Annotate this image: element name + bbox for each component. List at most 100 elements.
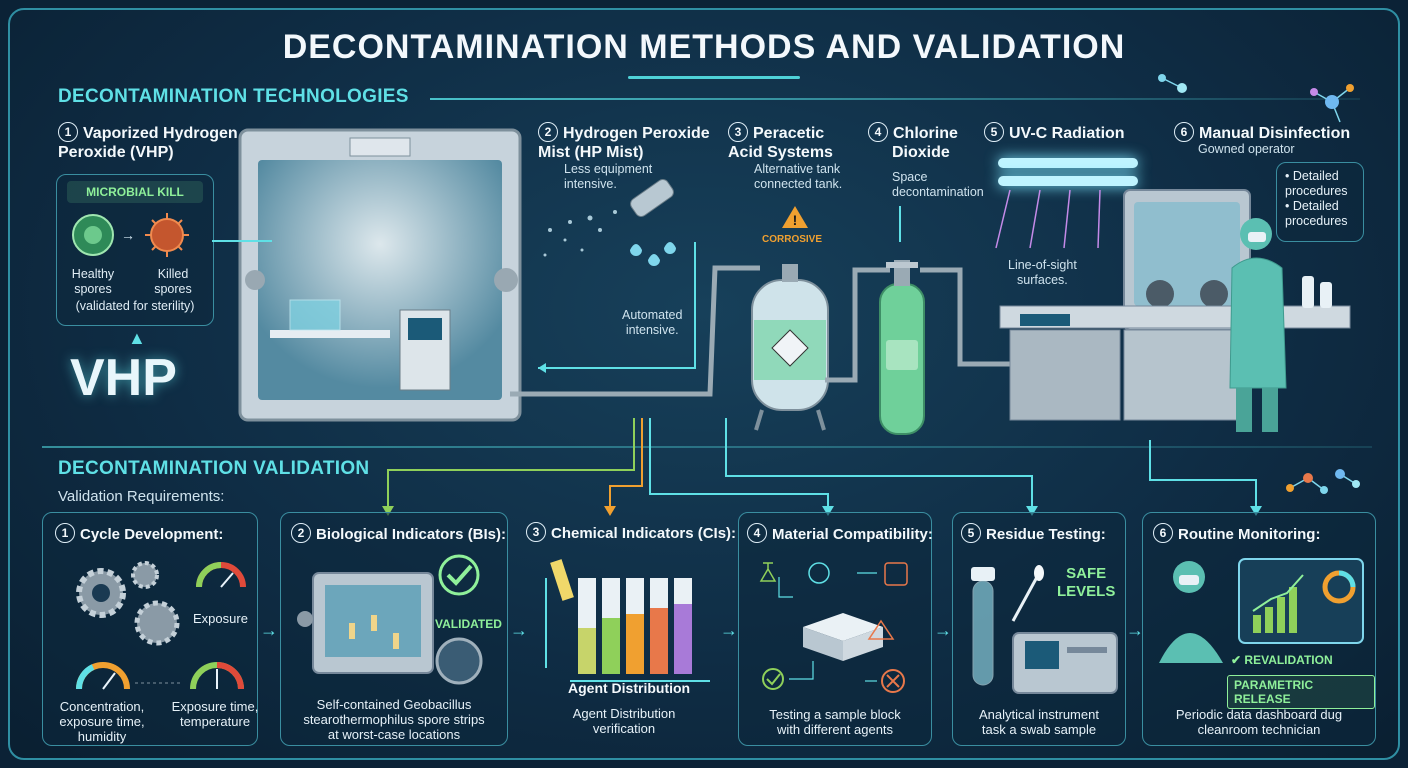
chemical-icon	[884, 562, 908, 586]
arrow-icon: →	[121, 227, 135, 243]
isolator-connector-line	[212, 240, 272, 242]
val-4-cap-line1: Testing a sample block	[769, 707, 901, 722]
tech-3-sub-line1: Alternative tank	[754, 162, 841, 176]
validated-sterility-caption: (validated for sterility)	[75, 299, 195, 313]
cylinder-pipe	[920, 267, 1016, 367]
warning-triangle-icon	[867, 619, 895, 640]
tech-1-title-line2: Peroxide (VHP)	[58, 144, 174, 161]
gowned-operator-icon	[1229, 218, 1287, 432]
tech-section-heading: DECONTAMINATION TECHNOLOGIES	[58, 86, 409, 107]
mist-spray-icon	[543, 210, 617, 257]
svg-text:!: !	[793, 212, 798, 228]
ci-strips-chart	[545, 559, 692, 674]
infographic-frame: DECONTAMINATION METHODS AND VALIDATION D…	[8, 8, 1400, 760]
tech-5-title-line1: UV-C Radiation	[1009, 125, 1125, 142]
beaker-icon	[759, 562, 777, 582]
tech-5-note-line2: surfaces.	[1017, 273, 1068, 287]
tech-6-number: 6	[1174, 122, 1194, 142]
tech-3-title-line2: Acid Systems	[728, 144, 833, 161]
val-6-number: 6	[1153, 523, 1173, 543]
tech-5-number: 5	[984, 122, 1004, 142]
bubble-item-2: • Detailed procedures	[1285, 199, 1348, 228]
val-1-title-text: Cycle Development:	[80, 526, 224, 543]
val-2-cap-line2: stearothermophilus spore strips	[303, 712, 485, 727]
droplet-icon	[630, 244, 642, 256]
tech-3-sub-line2: connected tank.	[754, 177, 843, 191]
killed-label-line2: spores	[154, 282, 192, 296]
tech-5-title: 5 UV-C Radiation	[984, 122, 1125, 143]
vhp-logo: VHP	[70, 349, 177, 407]
val-box-material-compatibility: 4 Material Compatibility: Testing a sampl…	[738, 512, 933, 746]
val-6-cap-line1: Periodic data dashboard dug	[1175, 707, 1343, 722]
tech-4-sub-line2: decontamination	[892, 185, 984, 199]
val-3-title: 3 Chemical Indicators (CIs):	[526, 522, 736, 542]
procedures-bubble: • Detailed procedures • Detailed procedu…	[1276, 162, 1364, 242]
val-3-cap-line1: Agent Distribution	[572, 706, 676, 721]
tech-2-note-line1: Automated	[622, 308, 683, 322]
val-1-label-exposure: Exposure	[193, 611, 248, 626]
healthy-label-line2: spores	[74, 282, 112, 296]
tech-6-title: 6 Manual Disinfection	[1174, 122, 1350, 143]
tech-section-rule	[430, 98, 1360, 100]
safe-levels-line1: SAFE	[1066, 565, 1107, 582]
tech-1-number: 1	[58, 122, 78, 142]
tech-4-pointer-line	[899, 206, 901, 242]
val-requirements-label: Validation Requirements:	[58, 488, 225, 505]
val-2-number: 2	[291, 523, 311, 543]
lower-gauges-icon	[75, 662, 244, 690]
monitoring-dashboard-illustration	[1159, 558, 1364, 663]
val-4-number: 4	[747, 523, 767, 543]
val-6-title: 6 Routine Monitoring:	[1153, 523, 1320, 543]
droplet-icon-3	[664, 242, 676, 254]
bi-chamber-illustration	[297, 572, 483, 685]
val-3-title-text: Chemical Indicators (CIs):	[551, 525, 737, 542]
tech-1-title-line1: Vaporized Hydrogen	[83, 125, 238, 142]
droplet-icon-2	[648, 254, 660, 266]
tech-2-title-line2: Mist (HP Mist)	[538, 144, 644, 161]
tech-3-title-line1: Peracetic	[753, 125, 825, 142]
tech-4-sub-line1: Space	[892, 170, 928, 184]
val-2-cap-line1: Self-contained Geobacillus	[316, 697, 472, 712]
revalidation-text: REVALIDATION	[1244, 653, 1333, 667]
killed-spore-spikes-icon	[145, 213, 189, 257]
agent-distribution-axis	[570, 680, 710, 682]
val-6-title-text: Routine Monitoring:	[1178, 526, 1321, 543]
tech-3-number: 3	[728, 122, 748, 142]
val-3-number: 3	[526, 522, 546, 542]
val-5-title-text: Residue Testing:	[986, 526, 1106, 543]
page-title: DECONTAMINATION METHODS AND VALIDATION	[282, 28, 1126, 66]
killed-label-line1: Killed	[157, 267, 189, 281]
val-box-chemical-indicators: 3 Chemical Indicators (CIs): Agent Distri…	[526, 512, 736, 744]
flow-arrow-2-icon: →	[510, 620, 528, 640]
vhp-isolator-illustration	[238, 128, 522, 422]
val-4-title-text: Material Compatibility:	[772, 526, 933, 543]
tech-2-title-line1: Hydrogen Peroxide	[563, 125, 710, 142]
spore-icons: →	[72, 213, 189, 257]
val-2-cap-line3: at worst-case locations	[327, 727, 461, 742]
flow-arrow-3-icon: →	[720, 620, 738, 640]
ci-strip-icons	[578, 578, 692, 674]
bubble-item-1: • Detailed procedures	[1285, 169, 1348, 198]
mist-nozzle-illustration	[543, 179, 676, 266]
corrosive-label: CORROSIVE	[762, 234, 823, 245]
mist-return-line	[538, 242, 696, 373]
tech-6-subtitle: Gowned operator	[1198, 142, 1295, 156]
validation-connectors	[382, 418, 1262, 516]
drop-icon	[808, 562, 830, 584]
val-5-cap-line2: task a swab sample	[981, 722, 1097, 737]
tech-6-title-line1: Manual Disinfection	[1199, 125, 1351, 142]
flow-arrow-1-icon: →	[260, 620, 278, 640]
microbial-kill-heading: MICROBIAL KILL	[67, 181, 203, 203]
val-4-title: 4 Material Compatibility:	[747, 523, 933, 543]
validated-tag: VALIDATED	[435, 617, 502, 631]
parametric-release-tag: PARAMETRIC RELEASE	[1227, 675, 1375, 709]
val-section-heading: DECONTAMINATION VALIDATION	[58, 458, 370, 479]
